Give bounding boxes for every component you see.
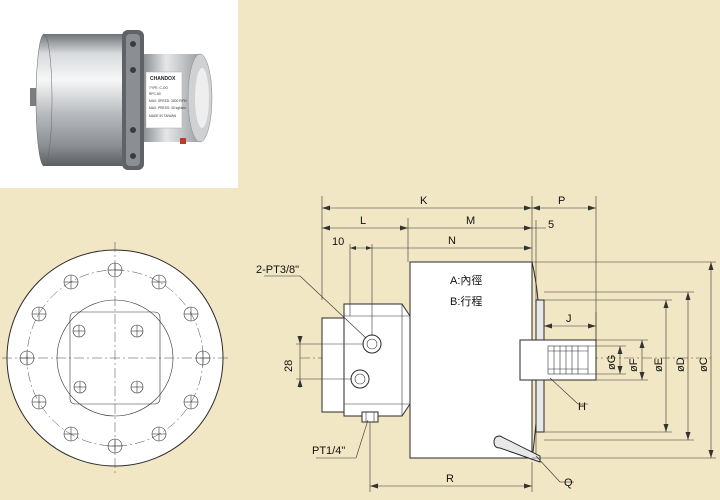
dim-label-10: 10 — [332, 236, 344, 248]
side-view: K P L M 5 10 N J — [256, 195, 716, 492]
callout-port-top: 2-PT3/8" — [256, 264, 299, 276]
nameplate-line: MAX. PRESS: 30 kgf/cm² — [149, 106, 187, 110]
nameplate-line: RPC-50 — [149, 92, 161, 96]
outer-bolt-circle — [19, 262, 211, 454]
dim-label-L: L — [360, 215, 366, 227]
nameplate-line: MADE IN TAIWAN — [149, 114, 177, 118]
nameplate-line: MAX. SPEED: 3000 RPM — [149, 99, 187, 103]
dim-label-H: H — [578, 401, 586, 413]
front-view — [2, 242, 230, 474]
legend-b: B:行程 — [450, 295, 482, 308]
product-photo-panel: CHANDOX TYPE: C-OO RPC-50 MAX. SPEED: 30… — [0, 0, 238, 188]
dim-label-C: øC — [698, 357, 710, 372]
nameplate — [145, 71, 183, 129]
legend-a: A:內徑 — [450, 274, 482, 287]
dim-label-Q: Q — [564, 477, 573, 489]
dim-label-5: 5 — [548, 219, 554, 231]
dim-label-F: øF — [628, 358, 640, 372]
dim-label-K: K — [420, 195, 428, 207]
dim-label-E: øE — [653, 358, 665, 372]
dim-label-D: øD — [675, 357, 687, 372]
nameplate-brand: CHANDOX — [150, 76, 176, 82]
cylinder-photo: CHANDOX TYPE: C-OO RPC-50 MAX. SPEED: 30… — [30, 30, 213, 170]
nameplate-line: TYPE: C-OO — [149, 86, 168, 90]
dim-label-G: øG — [606, 355, 618, 370]
inner-bolt-circle — [72, 324, 144, 394]
dim-label-R: R — [446, 473, 454, 485]
dim-label-N: N — [448, 235, 456, 247]
dim-label-M: M — [466, 215, 475, 227]
dim-label-J: J — [566, 313, 572, 325]
dim-label-P: P — [558, 195, 565, 207]
callout-port-bottom: PT1/4" — [312, 445, 345, 457]
dim-label-28: 28 — [283, 360, 295, 372]
